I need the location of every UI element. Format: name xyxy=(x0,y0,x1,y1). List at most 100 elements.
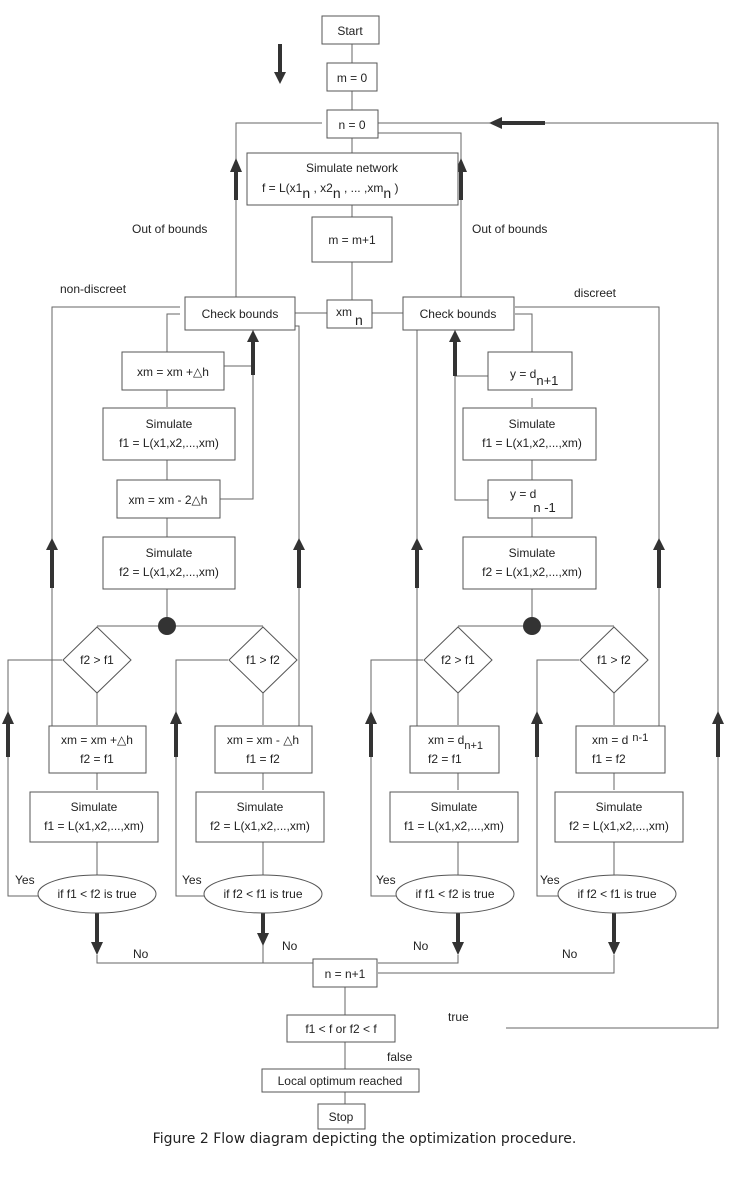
left-sim-b-formula: f2 = L(x1,x2,...,xm) xyxy=(210,819,310,833)
yes-label: Yes xyxy=(15,873,35,887)
n-inc-label: n = n+1 xyxy=(325,967,366,981)
arrow-up-icon xyxy=(2,711,14,757)
m-init-label: m = 0 xyxy=(337,71,368,85)
n-init-label: n = 0 xyxy=(338,118,365,132)
right-simulate-f1-node: Simulate f1 = L(x1,x2,...,xm) xyxy=(462,407,597,461)
right-sim-a-title: Simulate xyxy=(431,800,478,814)
right-decision-b-label: f1 > f2 xyxy=(597,653,631,667)
right-sim-b-formula: f2 = L(x1,x2,...,xm) xyxy=(569,819,669,833)
out-of-bounds-right-label: Out of bounds xyxy=(472,222,547,236)
right-cond-b-label: if f2 < f1 is true xyxy=(577,887,656,901)
left-simulate-f2-formula: f2 = L(x1,x2,...,xm) xyxy=(119,565,219,579)
false-label: false xyxy=(387,1050,413,1064)
right-decision-b: f1 > f2 xyxy=(579,626,649,694)
right-update-a-node: xm = dn+1 f2 = f1 xyxy=(409,725,500,774)
right-sim-a-node: Simulate f1 = L(x1,x2,...,xm) xyxy=(389,791,519,843)
arrow-up-icon xyxy=(365,711,377,757)
no-label: No xyxy=(133,947,149,961)
yes-label: Yes xyxy=(376,873,396,887)
left-simulate-f1-formula: f1 = L(x1,x2,...,xm) xyxy=(119,436,219,450)
true-label: true xyxy=(448,1010,469,1024)
right-y-next-label: y = dn+1 xyxy=(510,367,558,388)
m-inc-node: m = m+1 xyxy=(311,216,393,263)
left-update-a-line1: xm = xm +△h xyxy=(61,733,133,747)
figure-caption: Figure 2 Flow diagram depicting the opti… xyxy=(152,1131,577,1147)
arrow-down-icon xyxy=(91,913,103,955)
right-update-b-line2: f1 = f2 xyxy=(592,752,626,766)
simulate-network-node: Simulate network f = L(x1n , x2n , ... ,… xyxy=(246,152,459,206)
flow-arrows xyxy=(2,44,724,955)
right-sim-b-title: Simulate xyxy=(596,800,643,814)
yes-label: Yes xyxy=(182,873,202,887)
left-step-minus2-label: xm = xm - 2△h xyxy=(129,493,208,507)
left-update-a-node: xm = xm +△h f2 = f1 xyxy=(48,725,147,774)
left-decision-a: f2 > f1 xyxy=(62,626,132,694)
final-check-label: f1 < f or f2 < f xyxy=(305,1022,377,1036)
junction-dot xyxy=(158,617,176,635)
left-step-plus-node: xm = xm +△h xyxy=(121,351,225,391)
left-update-a-line2: f2 = f1 xyxy=(80,752,114,766)
left-cond-a: if f1 < f2 is true xyxy=(37,874,157,914)
arrow-down-icon xyxy=(274,44,286,84)
local-optimum-node: Local optimum reached xyxy=(261,1068,420,1093)
out-of-bounds-left-label: Out of bounds xyxy=(132,222,207,236)
arrow-up-icon xyxy=(230,158,242,200)
arrow-down-icon xyxy=(257,913,269,946)
m-inc-label: m = m+1 xyxy=(328,233,376,247)
arrow-up-icon xyxy=(653,538,665,588)
check-bounds-right-node: Check bounds xyxy=(402,296,515,331)
right-update-a-line2: f2 = f1 xyxy=(428,752,462,766)
arrow-up-icon xyxy=(449,330,461,376)
arrow-up-icon xyxy=(712,711,724,757)
left-step-plus-label: xm = xm +△h xyxy=(137,365,209,379)
right-simulate-f2-node: Simulate f2 = L(x1,x2,...,xm) xyxy=(462,536,597,590)
yes-label: Yes xyxy=(540,873,560,887)
right-decision-a: f2 > f1 xyxy=(423,626,493,694)
left-decision-b: f1 > f2 xyxy=(228,626,298,694)
m-init-node: m = 0 xyxy=(326,62,378,92)
n-init-node: n = 0 xyxy=(326,109,379,139)
start-node: Start xyxy=(321,15,380,45)
stop-label: Stop xyxy=(329,1110,354,1124)
arrow-left-icon xyxy=(489,117,545,129)
arrow-up-icon xyxy=(247,330,259,375)
right-cond-a: if f1 < f2 is true xyxy=(395,874,515,914)
right-decision-a-label: f2 > f1 xyxy=(441,653,475,667)
left-sim-a-formula: f1 = L(x1,x2,...,xm) xyxy=(44,819,144,833)
left-cond-b: if f2 < f1 is true xyxy=(203,874,323,914)
left-decision-b-label: f1 > f2 xyxy=(246,653,280,667)
right-y-next-node: y = dn+1 xyxy=(487,351,573,391)
n-inc-node: n = n+1 xyxy=(312,958,378,988)
right-simulate-f2-title: Simulate xyxy=(509,546,556,560)
check-bounds-left-label: Check bounds xyxy=(202,307,279,321)
arrow-down-icon xyxy=(452,913,464,955)
arrow-up-icon xyxy=(46,538,58,588)
left-decision-a-label: f2 > f1 xyxy=(80,653,114,667)
local-optimum-label: Local optimum reached xyxy=(278,1074,403,1088)
left-sim-b-title: Simulate xyxy=(237,800,284,814)
check-bounds-right-label: Check bounds xyxy=(420,307,497,321)
right-simulate-f1-title: Simulate xyxy=(509,417,556,431)
right-sim-b-node: Simulate f2 = L(x1,x2,...,xm) xyxy=(554,791,684,843)
left-update-b-line2: f1 = f2 xyxy=(246,752,280,766)
right-sim-a-formula: f1 = L(x1,x2,...,xm) xyxy=(404,819,504,833)
left-simulate-f2-title: Simulate xyxy=(146,546,193,560)
left-cond-b-label: if f2 < f1 is true xyxy=(223,887,302,901)
simulate-network-title: Simulate network xyxy=(306,161,399,175)
left-simulate-f1-node: Simulate f1 = L(x1,x2,...,xm) xyxy=(102,407,236,461)
left-update-b-line1: xm = xm - △h xyxy=(227,733,299,747)
left-sim-a-node: Simulate f1 = L(x1,x2,...,xm) xyxy=(29,791,159,843)
discreet-label: discreet xyxy=(574,286,617,300)
right-cond-a-label: if f1 < f2 is true xyxy=(415,887,494,901)
left-update-b-node: xm = xm - △h f1 = f2 xyxy=(214,725,313,774)
left-simulate-f1-title: Simulate xyxy=(146,417,193,431)
arrow-down-icon xyxy=(608,913,620,955)
simulate-network-formula: f = L(x1n , x2n , ... ,xmn ) xyxy=(262,181,398,201)
start-label: Start xyxy=(337,24,363,38)
